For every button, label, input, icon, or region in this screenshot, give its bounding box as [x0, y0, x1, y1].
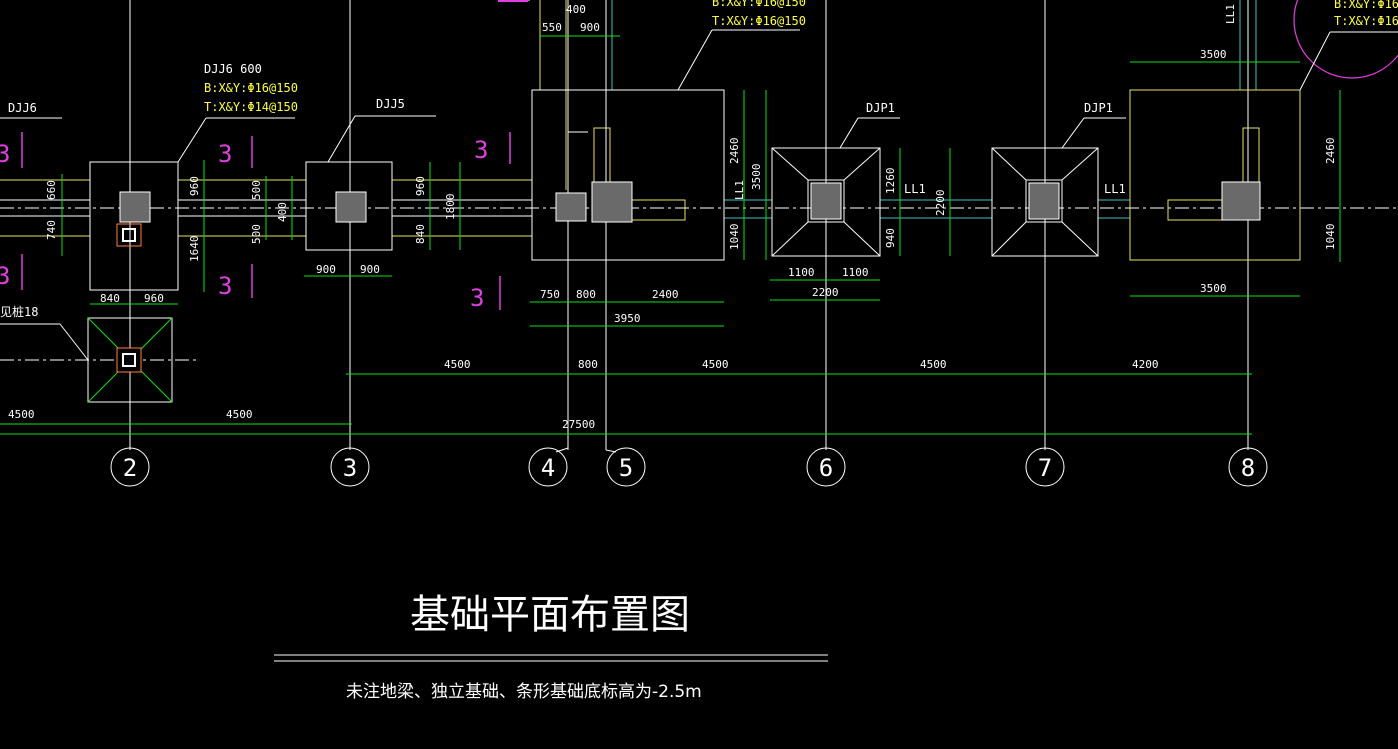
dimension-texts: 660 740 960 1640 500 500 400 840 960 960… [8, 3, 1337, 431]
label-djj6: DJJ6 600 [204, 62, 262, 76]
dim-900-b: 900 [360, 263, 380, 276]
axis-bubble-3 [330, 447, 370, 487]
label-djp1-axis6: DJP1 [866, 101, 895, 115]
section-mark-3e: 3 [474, 136, 488, 164]
dim-900-c: 900 [580, 21, 600, 34]
pile-cap [0, 317, 173, 403]
dim-400: 400 [276, 202, 289, 222]
footing-djp1-6 [771, 147, 881, 257]
axis-label-2: 2 [123, 454, 137, 482]
dim-840: 840 [100, 292, 120, 305]
dim-run1-4500-c: 4500 [920, 358, 947, 371]
dim-660: 660 [45, 180, 58, 200]
section-mark-3c: 3 [218, 140, 232, 168]
label-big-top-rebar: T:X&Y:Φ16@150 [712, 14, 806, 28]
dim-run2-27500: 27500 [562, 418, 595, 431]
label-ll1-c: LL1 [733, 180, 746, 200]
label-ll1-b: LL1 [1104, 182, 1126, 196]
dim-400-top: 400 [566, 3, 586, 16]
footing-djj5 [305, 161, 393, 251]
drawing-title: 基础平面布置图 [410, 592, 690, 638]
dim-2200-v: 2200 [934, 190, 947, 217]
footing-djj6 [89, 161, 179, 291]
drawing-note: 未注地梁、独立基础、条形基础底标高为-2.5m [346, 682, 702, 702]
dim-2460-b: 2460 [1324, 138, 1337, 165]
axis-bubble-8 [1228, 447, 1268, 487]
axis-label-8: 8 [1241, 454, 1255, 482]
dim-run1-800: 800 [578, 358, 598, 371]
dim-550: 550 [542, 21, 562, 34]
label-djj6-left: DJJ6 [8, 101, 37, 115]
dim-500-a: 500 [250, 180, 263, 200]
dim-run1-4500-b: 4500 [702, 358, 729, 371]
grid-lines [0, 0, 1398, 450]
dim-run2-4500-b: 4500 [226, 408, 253, 421]
dim-1260: 1260 [884, 168, 897, 195]
label-djp1-axis7: DJP1 [1084, 101, 1113, 115]
dim-run1-4500: 4500 [444, 358, 471, 371]
dim-run1-4200: 4200 [1132, 358, 1159, 371]
dim-2460-a: 2460 [728, 138, 741, 165]
axis-label-7: 7 [1038, 454, 1052, 482]
label-djj5: DJJ5 [376, 97, 405, 111]
dim-1640: 1640 [188, 236, 201, 263]
dim-2200: 2200 [812, 286, 839, 299]
section-mark-3d: 3 [218, 272, 232, 300]
dim-3500-a: 3500 [1200, 48, 1227, 61]
axis-bubble-6 [806, 447, 846, 487]
section-mark-3a: 3 [0, 140, 10, 168]
dim-960-c: 960 [414, 176, 427, 196]
dim-800: 800 [576, 288, 596, 301]
axis-bubbles: 2 3 4 5 6 7 8 [110, 447, 1268, 487]
label-djj6-top-rebar: T:X&Y:Φ14@150 [204, 100, 298, 114]
dim-740: 740 [45, 220, 58, 240]
dim-960-a: 960 [188, 176, 201, 196]
dim-3950: 3950 [614, 312, 641, 325]
label-pile: 见桩18 [0, 304, 38, 319]
dim-940: 940 [884, 228, 897, 248]
dim-1100-a: 1100 [788, 266, 815, 279]
section-mark-3f: 3 [470, 284, 484, 312]
label-ll1-a: LL1 [904, 182, 926, 196]
dim-1040-b: 1040 [1324, 224, 1337, 251]
dim-3500-b: 3500 [1200, 282, 1227, 295]
label-ll1-top: LL1 [1224, 4, 1237, 24]
dim-run2-4500-a: 4500 [8, 408, 35, 421]
dim-500-b: 500 [250, 224, 263, 244]
label-right-bottom-rebar: B:X&Y:Φ16 [1334, 0, 1398, 11]
dim-1040-a: 1040 [728, 224, 741, 251]
dim-900-a: 900 [316, 263, 336, 276]
axis-bubble-2 [110, 447, 150, 487]
leader-lines [0, 0, 1398, 163]
axis-bubble-4 [528, 447, 568, 487]
axis-bubble-5 [606, 447, 646, 487]
label-djj6-bottom-rebar: B:X&Y:Φ16@150 [204, 81, 298, 95]
footing-8 [1129, 0, 1398, 261]
footing-djp1-7 [991, 147, 1099, 257]
label-big-bottom-rebar: B:X&Y:Φ16@150 [712, 0, 806, 9]
footing-combined-4-5 [531, 89, 725, 261]
axis-label-5: 5 [619, 454, 633, 482]
axis-label-4: 4 [541, 454, 555, 482]
dim-1800: 1800 [444, 194, 457, 221]
dim-3500-v: 3500 [750, 164, 763, 191]
dim-840-b: 840 [414, 224, 427, 244]
label-right-top-rebar: T:X&Y:Φ16 [1334, 14, 1398, 28]
dim-1100-b: 1100 [842, 266, 869, 279]
dimension-lines [0, 35, 1341, 435]
section-mark-3b: 3 [0, 262, 10, 290]
axis-label-6: 6 [819, 454, 833, 482]
dim-960-b: 960 [144, 292, 164, 305]
section-marks [21, 132, 511, 310]
ground-beams [0, 0, 1260, 237]
dim-2400: 2400 [652, 288, 679, 301]
axis-bubble-7 [1025, 447, 1065, 487]
footing-labels: DJJ6 DJJ6 600 B:X&Y:Φ16@150 T:X&Y:Φ14@15… [0, 0, 1398, 319]
dim-750: 750 [540, 288, 560, 301]
title-block: 基础平面布置图 未注地梁、独立基础、条形基础底标高为-2.5m [274, 592, 828, 702]
axis-label-3: 3 [343, 454, 357, 482]
